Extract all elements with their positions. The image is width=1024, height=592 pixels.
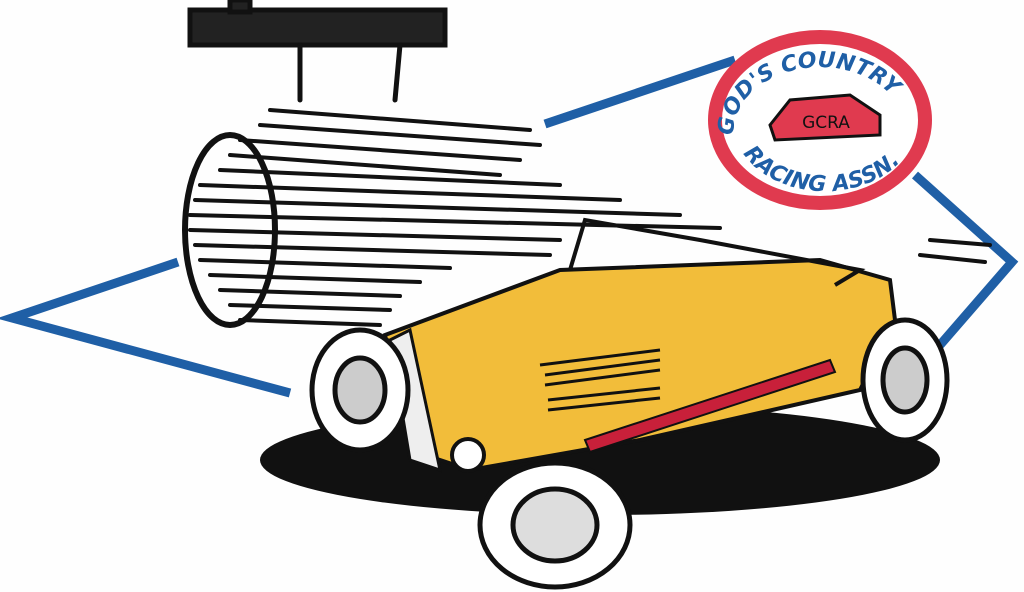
badge-plate-text: GCRA bbox=[802, 113, 850, 133]
dragster-sketch bbox=[182, 0, 992, 328]
hot-rod-illustration bbox=[260, 217, 950, 590]
gcra-badge: GCRA GOD'S COUNTRY RACING ASSN. bbox=[708, 30, 932, 210]
